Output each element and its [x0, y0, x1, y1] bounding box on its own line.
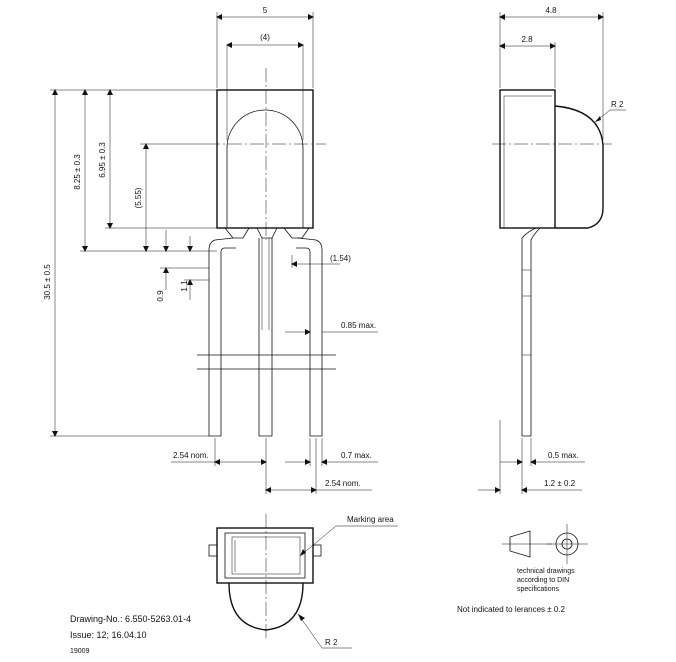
top-body-outline [216, 527, 314, 584]
drawing-code: 19009 [70, 648, 90, 655]
top-dome-outline [228, 582, 304, 631]
issue-info: Issue: 12; 16.04.10 [70, 630, 147, 640]
projection-circle-outer [555, 532, 579, 556]
dim-pitch-right: 2.54 nom. [325, 479, 361, 488]
dim-lead-spacing: (1.54) [330, 254, 351, 263]
marking-area-box [231, 536, 301, 575]
front-body-outline [216, 89, 314, 229]
symbol-line-2: according to DIN [517, 577, 569, 584]
dim-lead-width: 0.85 max. [341, 321, 376, 330]
dim-height-825: 8.25 ± 0.3 [73, 154, 82, 190]
dim-h-09: 0.9 [156, 290, 165, 302]
side-view: 4.8 2.8 R 2 0.5 max. 1.2 ± 0.2 [478, 6, 626, 494]
dim-lead-thk-side: 0.5 max. [548, 451, 579, 460]
dim-width-total: 5 [263, 6, 268, 15]
projection-symbol: technical drawings according to DIN spec… [502, 524, 588, 593]
symbol-line-3: specifications [517, 586, 560, 593]
dim-lead-offset: 1.2 ± 0.2 [544, 479, 576, 488]
drawing-number: Drawing-No.: 6.550-5263.01-4 [70, 614, 191, 624]
dim-total-height: 30.5 ± 0.5 [43, 264, 52, 300]
center-lead [258, 238, 273, 437]
front-standoffs [224, 227, 310, 239]
left-lead [208, 237, 236, 437]
side-lead [521, 227, 541, 437]
front-lens-outline [226, 109, 304, 228]
dim-height-555: (5.55) [134, 187, 143, 208]
projection-cone [509, 530, 531, 558]
tolerance-note: Not indicated to lerances ± 0.2 [457, 605, 566, 614]
dim-width-inner: (4) [260, 33, 270, 42]
dim-side-radius: R 2 [611, 100, 624, 109]
dim-height-695: 6.95 ± 0.3 [98, 142, 107, 178]
symbol-line-1: technical drawings [517, 568, 575, 575]
dim-top-radius: R 2 [325, 638, 338, 647]
front-view: 5 (4) 8.25 ± 0.3 6.95 ± 0.3 (5.55) 30.5 … [43, 6, 378, 494]
marking-area-label: Marking area [347, 515, 394, 524]
dim-lead-thk-front: 0.7 max. [341, 451, 372, 460]
dim-depth-total: 4.8 [545, 6, 557, 15]
side-body-outline [499, 89, 556, 229]
top-view: Marking area R 2 [208, 514, 398, 649]
side-dome-outline [554, 105, 604, 229]
projection-circle-inner [561, 538, 573, 550]
right-lead [296, 237, 323, 437]
dim-depth-body: 2.8 [521, 35, 533, 44]
dim-h-11: 1.1 [180, 280, 189, 292]
dim-pitch-left: 2.54 nom. [173, 451, 209, 460]
